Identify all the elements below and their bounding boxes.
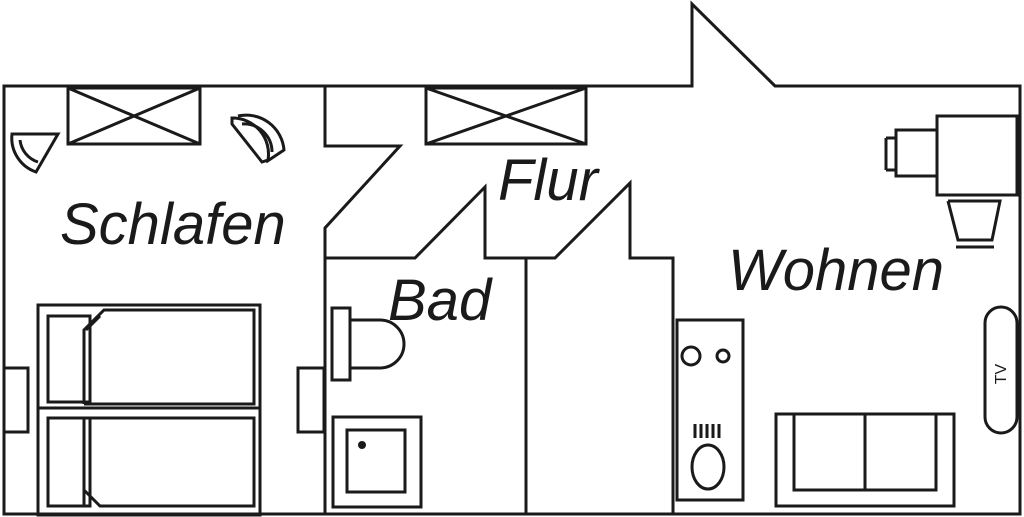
toilet <box>330 306 406 382</box>
window-flur <box>424 86 588 146</box>
room-label-flur: Flur <box>498 148 601 213</box>
dining-chair-left <box>884 128 937 178</box>
room-label-wohnen: Wohnen <box>728 238 944 303</box>
interior-walls <box>323 84 675 516</box>
shower-tray <box>331 415 423 509</box>
bedside-chair-left <box>10 132 61 174</box>
kitchenette <box>675 318 745 502</box>
tv-label: TV <box>993 363 1010 384</box>
dining-chair-bottom <box>946 199 1002 249</box>
nightstand-right <box>296 366 326 434</box>
window-schlafen <box>66 86 202 146</box>
tv: TV <box>983 305 1019 435</box>
sink <box>690 424 726 491</box>
nightstand-left <box>2 366 30 434</box>
room-label-schlafen: Schlafen <box>60 192 286 257</box>
room-label-bad: Bad <box>388 268 493 333</box>
bedside-chair-right <box>230 113 286 164</box>
double-bed <box>36 303 262 517</box>
dining-table <box>935 114 1019 197</box>
sofa <box>774 412 956 508</box>
